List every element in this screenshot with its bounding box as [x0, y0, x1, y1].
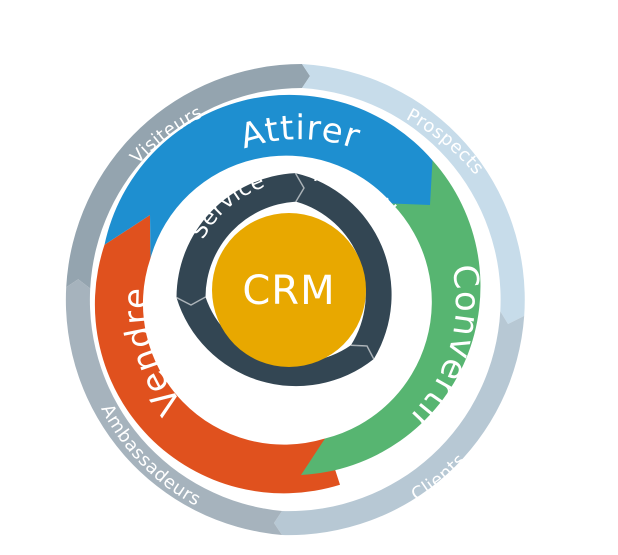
center-label: CRM: [242, 268, 335, 314]
inner-label-sales: Sales: [271, 406, 334, 435]
outer-segment-visiteurs: [66, 63, 310, 289]
inner-segment-service: [176, 173, 304, 305]
outer-segment-prospects: [302, 64, 525, 324]
middle-segment-attirer: [104, 94, 433, 259]
outer-segment-clients: [274, 311, 525, 536]
middle-segment-vendre: [94, 215, 340, 494]
center-circle: [212, 213, 366, 367]
inner-segment-sales: [176, 297, 374, 387]
inner-segment-marketing: [295, 173, 392, 359]
middle-segment-convertir: [301, 160, 481, 475]
outer-segment-ambassadeurs: [65, 279, 282, 535]
